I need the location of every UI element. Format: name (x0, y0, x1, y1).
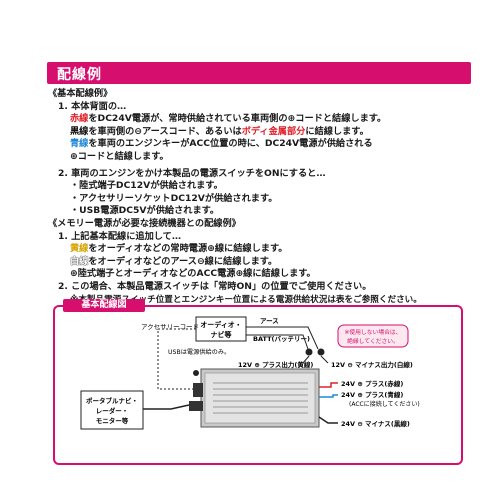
basic-item2-sub1: ・陸式端子DC12Vが供給されます。 (70, 180, 223, 192)
warning-line-2: 絶縁してください。 (347, 337, 399, 345)
accessory-cord-label: アクセサリーコード (141, 323, 199, 331)
warning-callout (337, 324, 409, 348)
earth-wire (246, 326, 319, 350)
memory-item1-label: 1. 上記基本配線に追加して… (58, 230, 182, 242)
batt-label: BATT(バッテリー) (253, 335, 310, 343)
white-wire-label: 白線 (70, 255, 89, 267)
portable-navi-box (80, 390, 144, 430)
black-wire-line: 黒線を車両側の⊖アースコード、あるいはボディ金属部分に結線します。 (70, 125, 369, 137)
usb-port (193, 383, 203, 397)
black-wire (318, 416, 338, 424)
basic-heading: 《基本配線例》 (48, 88, 113, 99)
blue-wire-line-2: ⊕コードと結線します。 (70, 150, 169, 162)
wiring-diagram: オーディオ・ ナビ等 アクセサリーコード アース BATT(バッテリー) USB… (80, 316, 420, 430)
accessory-socket (189, 401, 203, 411)
red-wire-label: 赤線 (70, 113, 89, 125)
portable-navi-label-2: レーダー・ (96, 406, 129, 415)
blue-wire-label: 青線 (70, 138, 89, 150)
white-wire-line: 白線をオーディオなどのアース⊖線に結線します。 (70, 255, 278, 267)
diagram-title: 基本配線図 (63, 299, 145, 312)
earth-label: アース (260, 317, 279, 325)
plus24-red-label: 24V ⊕ プラス(赤線) (341, 379, 403, 388)
audio-navi-label-1: オーディオ・ (200, 320, 242, 329)
basic-item2-sub2: ・アクセサリーソケットDC12Vが供給されます。 (70, 192, 278, 204)
navi-cable (143, 404, 190, 410)
minus24-label: 24V ⊖ マイナス(黒線) (341, 419, 410, 428)
instructions: 《基本配線例》 1. 本体背面の… 赤線をDC24V電源が、常時供給されている車… (48, 88, 478, 306)
memory-heading: 《メモリー電源が必要な接続機器との配線例》 (48, 217, 241, 229)
yellow-wire-label: 黄線 (70, 243, 89, 255)
acc-note: (ACCに接続してください) (349, 400, 420, 408)
minus12-label: 12V ⊖ マイナス出力(白線) (331, 360, 413, 369)
usb-note: USBは電源供給のみ。 (168, 348, 230, 356)
plus-terminal (305, 348, 313, 356)
black-wire-label: 黒線 (70, 125, 89, 137)
red-wire (319, 382, 338, 388)
basic-item1-label: 1. 本体背面の… (58, 100, 127, 112)
portable-navi-label-3: モニター等 (96, 416, 129, 425)
plus12-label: 12V ⊕ プラス出力(黄線) (238, 360, 313, 369)
memory-item2-note: ※本製品電源スイッチ位置とエンジンキー位置による電源供給状況は表をご参照ください… (70, 294, 422, 305)
section-title: 配線例 (57, 67, 102, 83)
basic-item2-label: 2. 車両のエンジンをかけ本製品の電源スイッチをONにすると… (58, 167, 326, 179)
red-wire-line: 赤線をDC24V電源が、常時供給されている車両側の⊕コードと結線します。 (70, 113, 387, 125)
basic-item2-sub3: ・USB電源DC5Vが供給されます。 (70, 205, 220, 217)
blue-wire (319, 394, 338, 398)
wiring-diagram-frame (53, 305, 463, 465)
portable-navi-label-1: ポータブルナビ・ (86, 396, 138, 405)
warning-line-1: ※使用しない場合は、 (344, 328, 401, 336)
memory-item2-label: 2. この場合、本製品電源スイッチは「常時ON」の位置でご使用ください。 (58, 280, 372, 292)
audio-navi-label-2: ナビ等 (211, 330, 232, 339)
acc-line: ⊕陸式端子とオーディオなどのACC電源⊕線に結線します。 (70, 268, 316, 280)
yellow-wire-line: 黄線をオーディオなどの常時電源⊕線に結線します。 (70, 243, 288, 255)
minus-terminal (317, 348, 325, 356)
accessory-wire (157, 328, 196, 375)
blue-wire-line: 青線を車両のエンジンキーがACC位置の時に、DC24V電源が供給される (70, 138, 373, 150)
batt-wire (246, 334, 309, 350)
audio-navi-box (195, 316, 247, 342)
plus24-blue-label: 24V ⊕ プラス(青線) (341, 390, 403, 399)
section-banner: 配線例 (47, 62, 471, 84)
